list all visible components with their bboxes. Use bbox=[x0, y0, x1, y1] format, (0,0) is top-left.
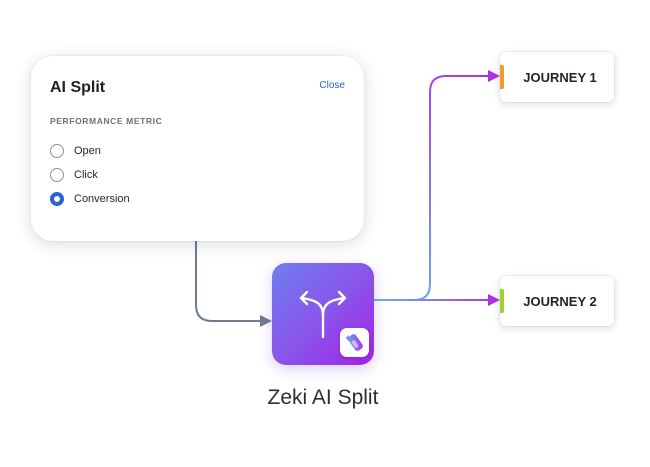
close-button[interactable]: Close bbox=[319, 80, 345, 91]
connector-node-to-journey-1 bbox=[374, 75, 488, 301]
connector-panel-to-node bbox=[195, 241, 262, 322]
option-click[interactable]: Click bbox=[50, 167, 130, 183]
journey-2-label: JOURNEY 2 bbox=[523, 294, 597, 309]
radio-conversion[interactable] bbox=[50, 192, 64, 206]
journey-1-color-stripe bbox=[500, 65, 504, 89]
option-open-label: Open bbox=[74, 145, 101, 157]
ai-split-panel: AI Split Close PERFORMANCE METRIC Open C… bbox=[31, 56, 364, 241]
arrowhead-node bbox=[260, 315, 272, 327]
node-label: Zeki AI Split bbox=[267, 386, 379, 409]
journey-2-card[interactable]: JOURNEY 2 bbox=[500, 276, 614, 326]
arrowhead-journey-2 bbox=[488, 294, 500, 306]
option-open[interactable]: Open bbox=[50, 143, 130, 159]
split-arrows-icon bbox=[299, 290, 347, 339]
option-conversion-label: Conversion bbox=[74, 193, 130, 205]
panel-title: AI Split bbox=[50, 79, 106, 96]
journey-2-color-stripe bbox=[500, 289, 504, 313]
zeki-sparkle-icon bbox=[345, 334, 363, 351]
arrowhead-journey-1 bbox=[488, 70, 500, 82]
journey-1-card[interactable]: JOURNEY 1 bbox=[500, 52, 614, 102]
option-conversion[interactable]: Conversion bbox=[50, 191, 130, 207]
radio-click[interactable] bbox=[50, 168, 64, 182]
journey-1-label: JOURNEY 1 bbox=[523, 70, 597, 85]
zeki-badge bbox=[340, 328, 369, 357]
performance-metric-label: PERFORMANCE METRIC bbox=[50, 116, 163, 126]
option-click-label: Click bbox=[74, 169, 98, 181]
radio-open[interactable] bbox=[50, 144, 64, 158]
metric-options: Open Click Conversion bbox=[50, 143, 130, 215]
